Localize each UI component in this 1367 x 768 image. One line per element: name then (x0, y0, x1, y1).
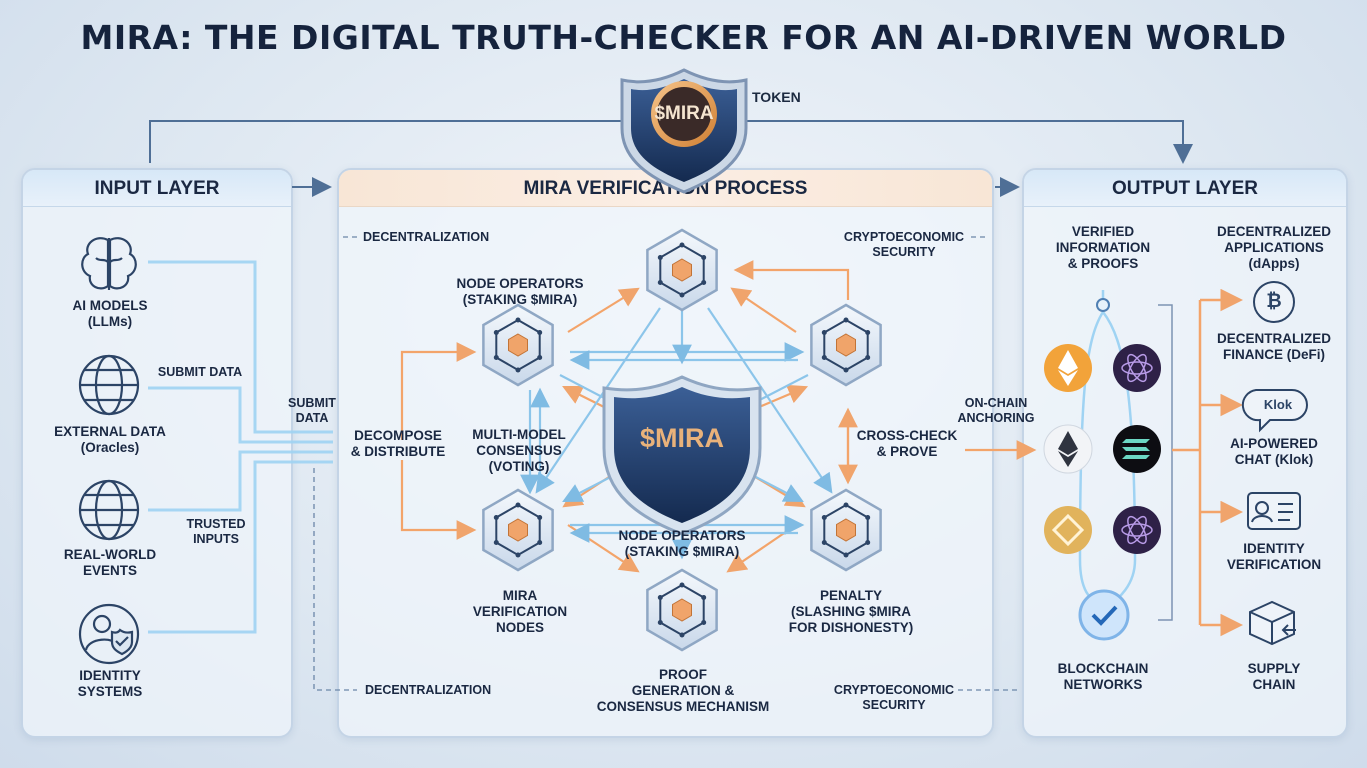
verification-node-icon (810, 488, 882, 572)
cryptoeconomic-security-label: CRYPTOECONOMIC SECURITY (833, 683, 955, 712)
input-layer-heading: INPUT LAYER (23, 170, 291, 207)
app-defi-label: DECENTRALIZED FINANCE (DeFi) (1217, 331, 1331, 362)
verified-information-label: VERIFIED INFORMATION & PROOFS (1055, 224, 1151, 271)
source-ai-models-label: AI MODELS (LLMs) (72, 298, 148, 329)
diagram-title: MIRA: THE DIGITAL TRUTH-CHECKER FOR AN A… (80, 18, 1287, 57)
node-operators-label: NODE OPERATORS (STAKING $MIRA) (456, 276, 584, 307)
app-icons (1247, 281, 1301, 646)
output-layer-panel: OUTPUT LAYER (1022, 168, 1348, 738)
center-token-symbol: $MIRA (639, 423, 724, 453)
verification-node-icon (482, 488, 554, 572)
center-shield (602, 375, 762, 536)
cross-check-label: CROSS-CHECK & PROVE (856, 428, 958, 459)
submit-data-label: SUBMIT DATA (288, 396, 336, 425)
chain-icons (1043, 344, 1161, 641)
decentralization-label: DECENTRALIZATION (365, 683, 492, 697)
blockchain-networks-label: BLOCKCHAIN NETWORKS (1057, 661, 1149, 692)
node-operators-label: NODE OPERATORS (STAKING $MIRA) (618, 528, 746, 559)
verification-node-icon (646, 568, 718, 652)
on-chain-anchoring-label: ON-CHAIN ANCHORING (957, 396, 1035, 425)
globe-icon (78, 354, 140, 416)
verification-node-icon (810, 303, 882, 387)
submit-data-label: SUBMIT DATA (157, 365, 243, 379)
verification-nodes-label: MIRA VERIFICATION NODES (472, 588, 568, 635)
trusted-inputs-label: TRUSTED INPUTS (186, 517, 246, 546)
verification-node-icon (482, 303, 554, 387)
token-symbol: $MIRA (654, 103, 714, 124)
app-identity-verification-label: IDENTITY VERIFICATION (1226, 541, 1322, 572)
cryptoeconomic-security-label: CRYPTOECONOMIC SECURITY (843, 230, 965, 259)
source-identity-label: IDENTITY SYSTEMS (77, 668, 143, 699)
brain-icon (81, 237, 137, 290)
output-layer-heading: OUTPUT LAYER (1024, 170, 1346, 207)
source-real-world-label: REAL-WORLD EVENTS (63, 547, 157, 578)
decompose-label: DECOMPOSE & DISTRIBUTE (350, 428, 446, 459)
verification-node-icon (646, 228, 718, 312)
bitcoin-symbol: ₿ (1266, 291, 1282, 312)
app-ai-chat-label: AI-POWERED CHAT (Klok) (1230, 436, 1318, 467)
penalty-label: PENALTY (SLASHING $MIRA FOR DISHONESTY) (788, 588, 914, 635)
decentralization-label: DECENTRALIZATION (363, 230, 490, 244)
token-label: TOKEN (752, 89, 801, 105)
app-supply-chain-label: SUPPLY CHAIN (1247, 661, 1301, 692)
dapps-label: DECENTRALIZED APPLICATIONS (dApps) (1217, 224, 1331, 271)
source-external-data-label: EXTERNAL DATA (Oracles) (54, 424, 166, 455)
globe-icon (78, 479, 140, 541)
proof-generation-label: PROOF GENERATION & CONSENSUS MECHANISM (596, 667, 770, 714)
klok-badge: Klok (1263, 397, 1293, 412)
multi-model-consensus-label: MULTI-MODEL CONSENSUS (VOTING) (472, 427, 566, 474)
user-shield-icon (78, 603, 140, 665)
input-icons (78, 237, 140, 665)
token-shield (620, 68, 748, 194)
